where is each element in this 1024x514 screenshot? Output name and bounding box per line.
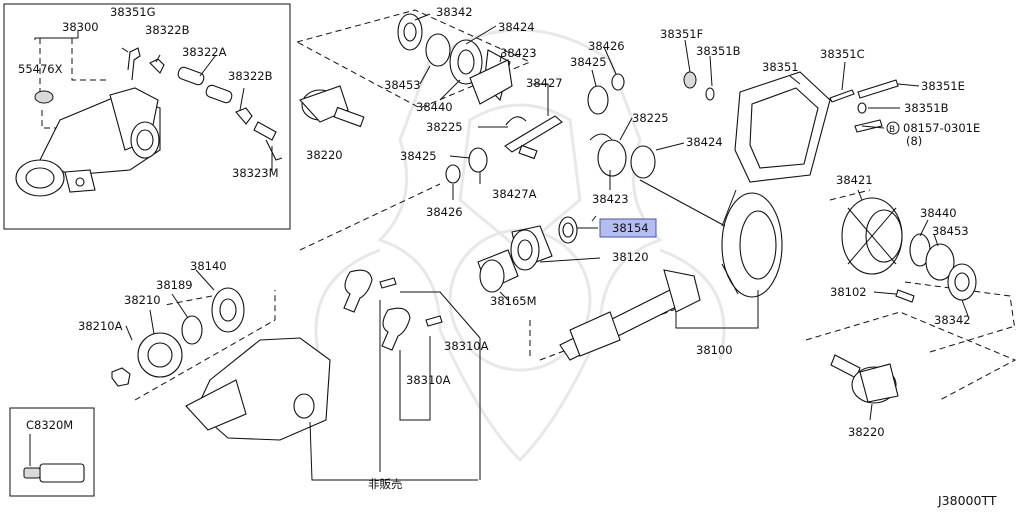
label-38425-top: 38425 [570,55,607,69]
label-38421: 38421 [836,173,873,187]
label-38189: 38189 [156,278,193,292]
carrier-assembly-drawing [15,30,283,197]
part-labels: 38300 38351G 38322B 38322A 38322B 55476X… [18,5,997,508]
label-38423-mid: 38423 [592,192,629,206]
label-38102: 38102 [830,285,867,299]
label-38322B-a: 38322B [145,23,190,37]
bolt-callout-letter: B [889,125,895,135]
label-38351: 38351 [762,60,799,74]
label-38424-mid: 38424 [686,135,723,149]
watermark-emblem [314,28,726,463]
label-38351E: 38351E [921,79,965,93]
label-38310A-a: 38310A [444,339,489,353]
label-38165M: 38165M [490,294,537,308]
diagram-code: J38000TT [937,493,997,508]
differential-case-group [829,189,1016,353]
label-38351B-b: 38351B [904,101,949,115]
differential-gears-upper [295,9,685,200]
label-38310A-b: 38310A [406,373,451,387]
companion-flange-lower [805,311,1017,421]
bolt-callout-circle [886,121,900,135]
label-not-for-sale: 非販売 [368,477,403,491]
label-38440-r: 38440 [920,206,957,220]
label-38351F: 38351F [660,27,703,41]
label-38427: 38427 [526,76,563,90]
label-38427A: 38427A [492,187,537,201]
label-38322A: 38322A [182,45,227,59]
label-38453-r: 38453 [932,224,969,238]
label-38120: 38120 [612,250,649,264]
label-38351B-a: 38351B [696,44,741,58]
label-38351C: 38351C [820,47,865,61]
label-38220-r: 38220 [848,425,885,439]
highlighted-part-box [599,218,657,238]
label-38426-mid: 38426 [426,205,463,219]
label-bolt-qty: (8) [906,134,922,148]
label-38154: 38154 [612,221,649,235]
pinion-and-ring-gear [299,179,783,361]
label-38453-top: 38453 [384,78,421,92]
label-38210A: 38210A [78,319,123,333]
label-38342-top: 38342 [436,5,473,19]
label-C8320M: C8320M [26,418,73,432]
label-38220-top: 38220 [306,148,343,162]
mounting-brackets [343,269,481,480]
bearing-spacer-group [477,216,601,301]
label-38225-b: 38225 [632,111,669,125]
label-38300: 38300 [62,20,99,34]
label-38425-mid: 38425 [400,149,437,163]
label-38225-a: 38225 [426,120,463,134]
label-38322B-b: 38322B [228,69,273,83]
label-38426-top: 38426 [588,39,625,53]
tool-inset-frame [9,407,95,497]
label-38423-top: 38423 [500,46,537,60]
inset-frame [3,3,291,230]
special-tool-drawing [23,434,85,483]
label-38323M: 38323M [232,166,279,180]
label-38351G: 38351G [110,5,156,19]
label-38140: 38140 [190,259,227,273]
label-38210: 38210 [124,293,161,307]
label-bolt-code: 08157-0301E [903,121,980,135]
label-55476X: 55476X [18,62,63,76]
label-38440-top: 38440 [416,100,453,114]
rear-housing-group [111,269,478,481]
label-38424-top: 38424 [498,20,535,34]
rear-cover-group [683,39,920,183]
label-38342-r: 38342 [934,313,971,327]
label-38100: 38100 [696,343,733,357]
